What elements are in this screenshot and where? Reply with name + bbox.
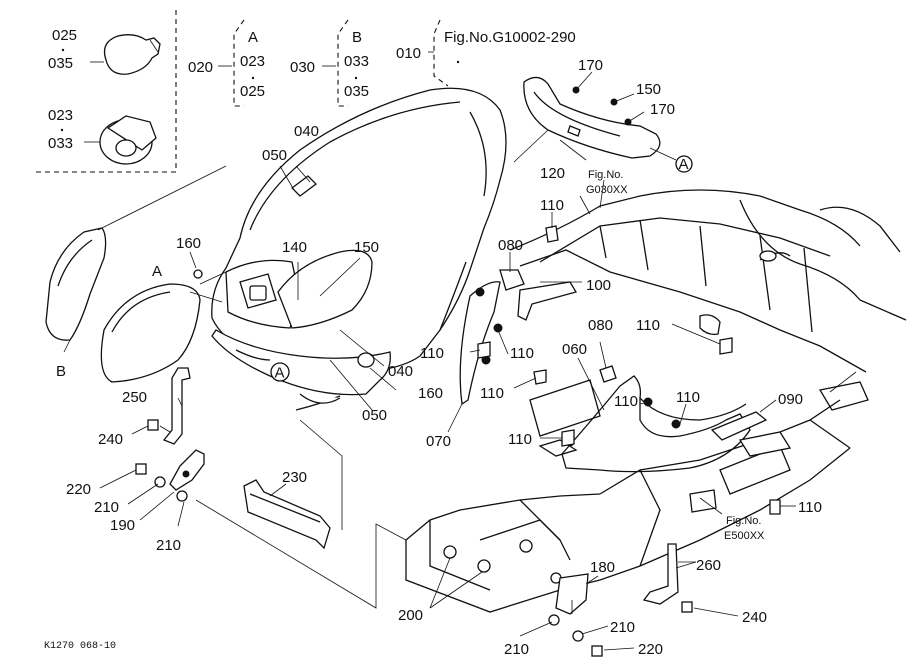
bolt-050	[291, 175, 317, 197]
callout-150a: 150	[636, 81, 661, 98]
e500-line1: Fig.No.	[726, 515, 761, 527]
callout-110i: 110	[798, 499, 822, 516]
grommet-160	[193, 269, 203, 279]
callout-240b: 240	[742, 609, 767, 626]
callout-110a: 110	[540, 197, 564, 214]
callout-160a: 160	[176, 235, 201, 252]
callout-140: 140	[282, 239, 307, 256]
bolts-110	[477, 225, 781, 515]
fig-number: Fig.No.G10002-290	[444, 29, 576, 46]
footer-code: K1270 068-10	[44, 641, 116, 652]
callout-110e: 110	[508, 431, 532, 448]
callout-220a: 220	[66, 481, 91, 498]
callout-160b: 160	[418, 385, 443, 402]
callout-260: 260	[696, 557, 721, 574]
legend-socket-top: 023	[48, 107, 73, 124]
callout-170b: 170	[650, 101, 675, 118]
hood-assembly	[211, 87, 507, 411]
callout-210b: 210	[156, 537, 181, 554]
g030-line2: G030XX	[586, 184, 628, 196]
callout-110b: 110	[420, 345, 444, 362]
legend-bulb-bottom: 035	[48, 55, 73, 72]
upper-frame	[509, 189, 907, 373]
callout-170a: 170	[578, 57, 603, 74]
callout-190: 190	[110, 517, 135, 534]
callout-240a: 240	[98, 431, 123, 448]
letter-b-left: B	[56, 363, 66, 380]
group-010: 010 Fig.No.G10002-290	[396, 19, 576, 87]
lower-frame	[405, 371, 869, 615]
circled-a-bumper: A	[675, 155, 693, 173]
group-b-letter: B	[352, 29, 362, 46]
callout-220b: 220	[638, 641, 663, 658]
callout-150b: 150	[354, 239, 379, 256]
callout-210d: 210	[610, 619, 635, 636]
e500-line2: E500XX	[724, 530, 765, 542]
callout-060: 060	[562, 341, 587, 358]
headlamp-b	[45, 165, 227, 353]
callout-210a: 210	[94, 499, 119, 516]
callout-050b: 050	[362, 407, 387, 424]
callout-070: 070	[426, 433, 451, 450]
leader-lines	[99, 129, 796, 651]
bracket-260	[642, 543, 696, 613]
legend-box: 025 035 023 033	[36, 10, 177, 173]
callout-110g: 110	[614, 393, 638, 410]
headlamp-a	[100, 271, 227, 383]
callout-180: 180	[590, 559, 615, 576]
circled-a-hood: A	[270, 362, 290, 382]
g030-line1: Fig.No.	[588, 169, 623, 181]
fender-060	[561, 365, 768, 473]
callout-230: 230	[282, 469, 307, 486]
callout-040a: 040	[294, 123, 319, 140]
group-a-item-2: 025	[240, 83, 265, 100]
legend-bulb-top: 025	[52, 27, 77, 44]
callout-100: 100	[586, 277, 611, 294]
callout-040b: 040	[388, 363, 413, 380]
group-a-item-1: 023	[240, 53, 265, 70]
callout-050a: 050	[262, 147, 287, 164]
cross-ref-g030: Fig.No. G030XX	[586, 169, 628, 196]
bulb-icon	[90, 34, 161, 75]
callout-210c: 210	[504, 641, 529, 658]
callout-080a: 080	[498, 237, 523, 254]
callout-250: 250	[122, 389, 147, 406]
ref-010-label: 010	[396, 45, 421, 62]
cross-ref-e500: Fig.No. E500XX	[724, 515, 765, 542]
cover-230	[243, 419, 343, 550]
callout-090: 090	[778, 391, 803, 408]
group-020: 020 A 023 025	[188, 19, 265, 107]
legend-socket-bottom: 033	[48, 135, 73, 152]
callout-110d: 110	[480, 385, 504, 402]
group-b-item-1: 033	[344, 53, 369, 70]
bracket-250	[159, 367, 191, 445]
group-030: 030 B 033 035	[290, 19, 369, 107]
callout-110h: 110	[676, 389, 700, 406]
callout-110f: 110	[636, 317, 660, 334]
side-panel-070	[459, 269, 577, 406]
callout-200: 200	[398, 607, 423, 624]
group-030-label: 030	[290, 59, 315, 76]
group-b-item-2: 035	[344, 83, 369, 100]
callout-labels: 170 150 170 120 040 050 160 140 150 080 …	[66, 57, 822, 658]
group-020-label: 020	[188, 59, 213, 76]
group-a-letter: A	[248, 29, 258, 46]
callout-120: 120	[540, 165, 565, 182]
bracket-190	[169, 449, 205, 491]
callout-080b: 080	[588, 317, 613, 334]
socket-icon	[84, 115, 157, 165]
circle-a1-text: A	[679, 156, 689, 173]
callout-110c: 110	[510, 345, 534, 362]
circle-a2-text: A	[275, 365, 285, 382]
letter-a-left: A	[152, 263, 162, 280]
